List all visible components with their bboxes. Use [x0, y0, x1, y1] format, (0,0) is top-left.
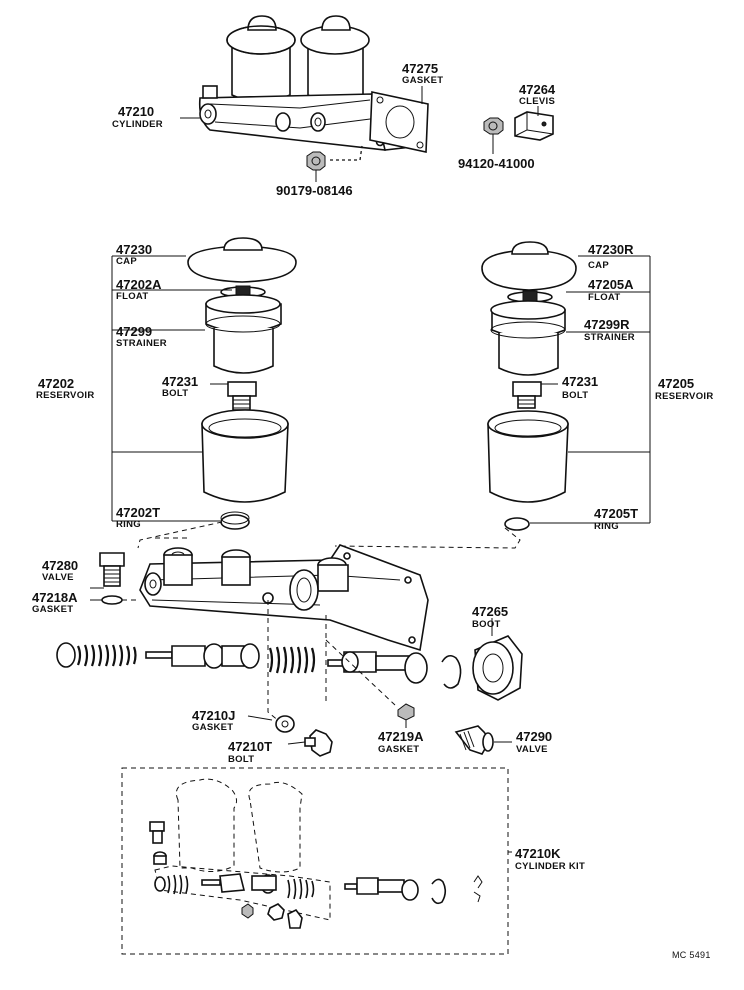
- callout-47275: 47275 GASKET: [402, 61, 443, 86]
- callout-47202T: 47202T RING: [116, 505, 160, 530]
- part-number: 47202A: [116, 277, 162, 292]
- part-number: 47280: [42, 558, 78, 573]
- boot-47265: [472, 635, 523, 701]
- callout-47230R: 47230R CAP: [588, 242, 634, 271]
- callout-47264: 47264 CLEVIS: [519, 82, 556, 107]
- bolt-47210T: [304, 729, 333, 757]
- part-name: FLOAT: [588, 292, 620, 303]
- callout-47205A: 47205A FLOAT: [588, 277, 634, 303]
- gasket-47210J: [275, 715, 295, 733]
- callout-47290: 47290 VALVE: [516, 729, 552, 755]
- callout-47205T: 47205T RING: [594, 506, 638, 532]
- piston-assembly: [56, 642, 462, 689]
- part-name: STRAINER: [584, 332, 635, 343]
- part-name: RING: [594, 521, 619, 532]
- part-number: 47219A: [378, 729, 424, 744]
- part-number: 47205A: [588, 277, 634, 292]
- part-name: BOOT: [472, 619, 501, 630]
- part-number: 47230R: [588, 242, 634, 257]
- part-number: 47231: [162, 374, 198, 389]
- callout-47299: 47299 STRAINER: [116, 324, 167, 349]
- gasket-47275: [369, 91, 429, 153]
- part-number: 47230: [116, 242, 152, 257]
- part-number: 47210: [118, 104, 154, 119]
- callout-47265: 47265 BOOT: [472, 604, 508, 630]
- part-name: GASKET: [378, 744, 419, 755]
- callout-47219A: 47219A GASKET: [378, 729, 424, 755]
- part-number: 47210K: [515, 846, 561, 861]
- part-number: 47265: [472, 604, 508, 619]
- part-name: CYLINDER KIT: [515, 861, 585, 872]
- part-number: 47264: [519, 82, 556, 97]
- part-name: CAP: [588, 260, 609, 271]
- bracket-47202: [111, 255, 232, 522]
- callout-47202: 47202 RESERVOIR: [36, 376, 95, 401]
- part-name: VALVE: [516, 744, 548, 755]
- part-name: BOLT: [562, 390, 588, 401]
- part-name: GASKET: [402, 75, 443, 86]
- nut-90179: [306, 151, 326, 171]
- valve-47290: [454, 725, 494, 755]
- callout-47231-left: 47231 BOLT: [162, 374, 198, 399]
- callout-90179: 90179-08146: [276, 183, 353, 198]
- gasket-47218A: [101, 595, 123, 605]
- part-name: RESERVOIR: [655, 391, 714, 402]
- bracket-47205: [530, 255, 651, 524]
- part-number: 47218A: [32, 590, 78, 605]
- part-number: 47210J: [192, 708, 235, 723]
- part-name: RING: [116, 519, 141, 530]
- part-name: BOLT: [228, 754, 254, 765]
- reservoir-right-exploded: [481, 241, 577, 531]
- gasket-47219A: [397, 703, 415, 721]
- part-name: GASKET: [32, 604, 73, 615]
- part-number: 90179-08146: [276, 183, 353, 198]
- callout-47231-right: 47231 BOLT: [562, 374, 598, 401]
- valve-47280: [99, 552, 125, 587]
- part-name: RESERVOIR: [36, 390, 95, 401]
- part-number: 47275: [402, 61, 438, 76]
- part-number: 47299: [116, 324, 152, 339]
- master-cylinder-body: [139, 544, 429, 652]
- part-name: GASKET: [192, 722, 233, 733]
- callout-47210: 47210 CYLINDER: [112, 104, 163, 130]
- part-number: 47290: [516, 729, 552, 744]
- callout-47210K: 47210K CYLINDER KIT: [515, 846, 585, 872]
- callout-47218A: 47218A GASKET: [32, 590, 78, 615]
- part-name: VALVE: [42, 572, 74, 583]
- cylinder-kit-box: [121, 767, 509, 955]
- part-number: 47202: [38, 376, 74, 391]
- part-number: 47210T: [228, 739, 272, 754]
- callout-47280: 47280 VALVE: [42, 558, 78, 583]
- part-number: 47202T: [116, 505, 160, 520]
- part-name: STRAINER: [116, 338, 167, 349]
- callout-47230: 47230 CAP: [116, 242, 152, 267]
- drawing-code: MC 5491: [672, 950, 711, 960]
- reservoir-left-exploded: [187, 237, 297, 530]
- part-number: 47231: [562, 374, 598, 389]
- nut-94120: [483, 117, 504, 135]
- part-name: CAP: [116, 256, 137, 267]
- callout-47205: 47205 RESERVOIR: [655, 376, 714, 402]
- part-number: 47205: [658, 376, 694, 391]
- callout-47299R: 47299R STRAINER: [584, 317, 635, 343]
- callout-47202A: 47202A FLOAT: [116, 277, 162, 302]
- callout-47210T: 47210T BOLT: [228, 739, 272, 765]
- part-number: 94120-41000: [458, 156, 535, 171]
- part-name: FLOAT: [116, 291, 148, 302]
- part-number: 47299R: [584, 317, 630, 332]
- callout-94120: 94120-41000: [458, 156, 535, 171]
- part-name: CLEVIS: [519, 96, 555, 107]
- callout-47210J: 47210J GASKET: [192, 708, 235, 733]
- part-number: 47205T: [594, 506, 638, 521]
- part-name: CYLINDER: [112, 119, 163, 130]
- part-name: BOLT: [162, 388, 188, 399]
- clevis-47264: [514, 111, 554, 141]
